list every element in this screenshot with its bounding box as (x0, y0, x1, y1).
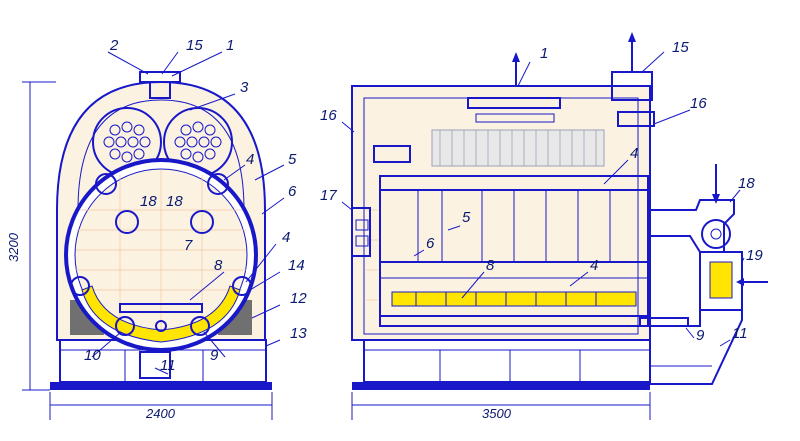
collector-tl (95, 173, 117, 195)
front-label-2: 2 (109, 37, 119, 54)
side-label-15: 15 (672, 39, 689, 56)
side-view (341, 32, 768, 420)
fan-duct (649, 199, 735, 253)
front-label-4-top: 4 (246, 151, 254, 168)
front-label-9: 9 (210, 347, 219, 364)
side-label-17: 17 (320, 187, 337, 204)
side-label-19: 19 (746, 247, 763, 264)
collector-br (190, 316, 210, 336)
collector-bc (155, 320, 167, 332)
collector-bl (115, 316, 135, 336)
side-label-16-left: 16 (320, 107, 337, 124)
front-label-10: 10 (84, 347, 101, 364)
burner-left (115, 210, 139, 234)
front-label-13: 13 (290, 325, 307, 342)
front-width-dim: 2400 (145, 406, 176, 421)
side-label-4-mid: 4 (590, 257, 598, 274)
collector-mr (232, 276, 252, 296)
side-tube-row (391, 291, 637, 307)
convection-bank (431, 129, 605, 167)
side-burner (351, 207, 371, 257)
side-label-5: 5 (462, 209, 471, 226)
front-label-7: 7 (184, 237, 193, 254)
front-top-pipe (139, 71, 181, 83)
collector-ml (70, 276, 90, 296)
front-label-8: 8 (214, 257, 223, 274)
front-base (50, 382, 272, 390)
side-top-plate (467, 97, 561, 109)
front-label-1: 1 (226, 37, 234, 54)
front-label-3: 3 (240, 79, 249, 96)
front-view (22, 51, 285, 420)
side-label-9: 9 (696, 327, 705, 344)
front-label-5: 5 (288, 151, 297, 168)
burner-right (190, 210, 214, 234)
side-label-4-top: 4 (630, 145, 638, 162)
front-height-dim: 3200 (6, 232, 21, 262)
front-label-18-left: 18 (140, 193, 157, 210)
front-label-18-right: 18 (166, 193, 183, 210)
side-label-8: 8 (486, 257, 495, 274)
side-label-1: 1 (540, 45, 548, 62)
front-label-15: 15 (186, 37, 203, 54)
side-label-18: 18 (738, 175, 755, 192)
fan-wheel (701, 219, 731, 249)
front-label-11: 11 (160, 357, 176, 374)
outlet-duct (649, 309, 743, 385)
side-label-16-right: 16 (690, 95, 707, 112)
side-base (352, 382, 650, 390)
side-label-6: 6 (426, 235, 435, 252)
front-label-14: 14 (288, 257, 305, 274)
collector-tr (207, 173, 229, 195)
front-label-4-mid: 4 (282, 229, 290, 246)
side-label-11: 11 (732, 325, 748, 342)
front-label-6: 6 (288, 183, 297, 200)
front-door (139, 351, 171, 379)
front-label-12: 12 (290, 290, 307, 307)
side-width-dim: 3500 (482, 406, 512, 421)
